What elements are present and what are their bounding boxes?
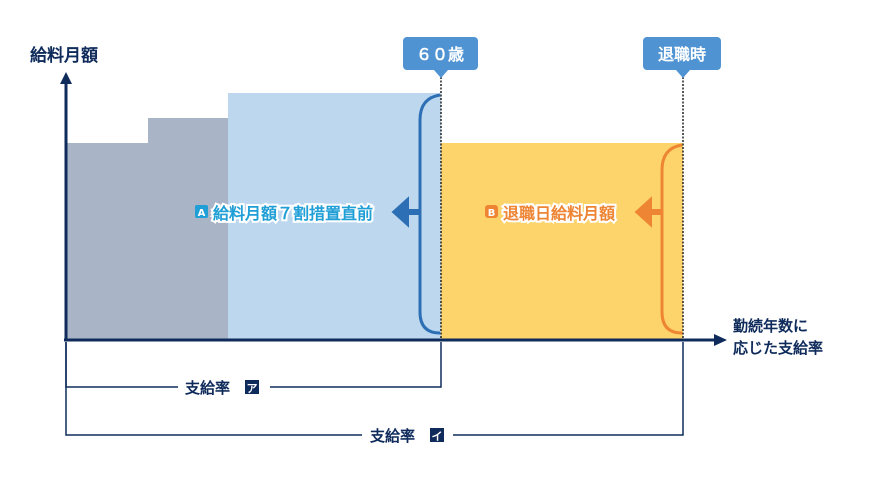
svg-text:６０歳: ６０歳: [416, 45, 464, 64]
rate-a-label: 支給率: [184, 379, 230, 397]
label-a: A 給料月額７割措置直前: [195, 202, 375, 225]
y-axis-label: 給料月額: [30, 45, 98, 66]
y-axis-arrow-icon: [60, 72, 72, 84]
salary-block-mid: [148, 118, 228, 340]
bracket-b: [660, 143, 683, 335]
x-axis-label-line2: 応じた支給率: [733, 339, 823, 357]
x-axis-arrow-icon: [714, 334, 727, 346]
label-b: B 退職日給料月額: [485, 202, 617, 225]
svg-text:退職日給料月額: 退職日給料月額: [503, 204, 615, 223]
svg-text:A: A: [198, 208, 206, 219]
salary-block-after-60: [441, 143, 683, 340]
x-axis-label-line1: 勤続年数に: [733, 317, 808, 335]
svg-text:B: B: [488, 208, 496, 219]
rate-a-badge: ア: [247, 382, 258, 395]
arrow-a-icon: [391, 196, 420, 228]
svg-text:給料月額７割措置直前: 給料月額７割措置直前: [213, 204, 373, 223]
rate-a-badge-box: [245, 380, 259, 394]
rate-b-label: 支給率: [369, 427, 415, 445]
tag-60: ６０歳: [403, 37, 478, 78]
bracket-a: [418, 93, 441, 335]
tag-retire: 退職時: [643, 37, 721, 78]
svg-text:退職時: 退職時: [658, 45, 706, 64]
rate-b-badge: イ: [432, 430, 443, 443]
arrow-b-icon: [634, 196, 662, 228]
salary-block-early: [66, 143, 148, 340]
rate-b-bracket: [65, 342, 684, 436]
rate-b-badge-box: [430, 428, 444, 442]
